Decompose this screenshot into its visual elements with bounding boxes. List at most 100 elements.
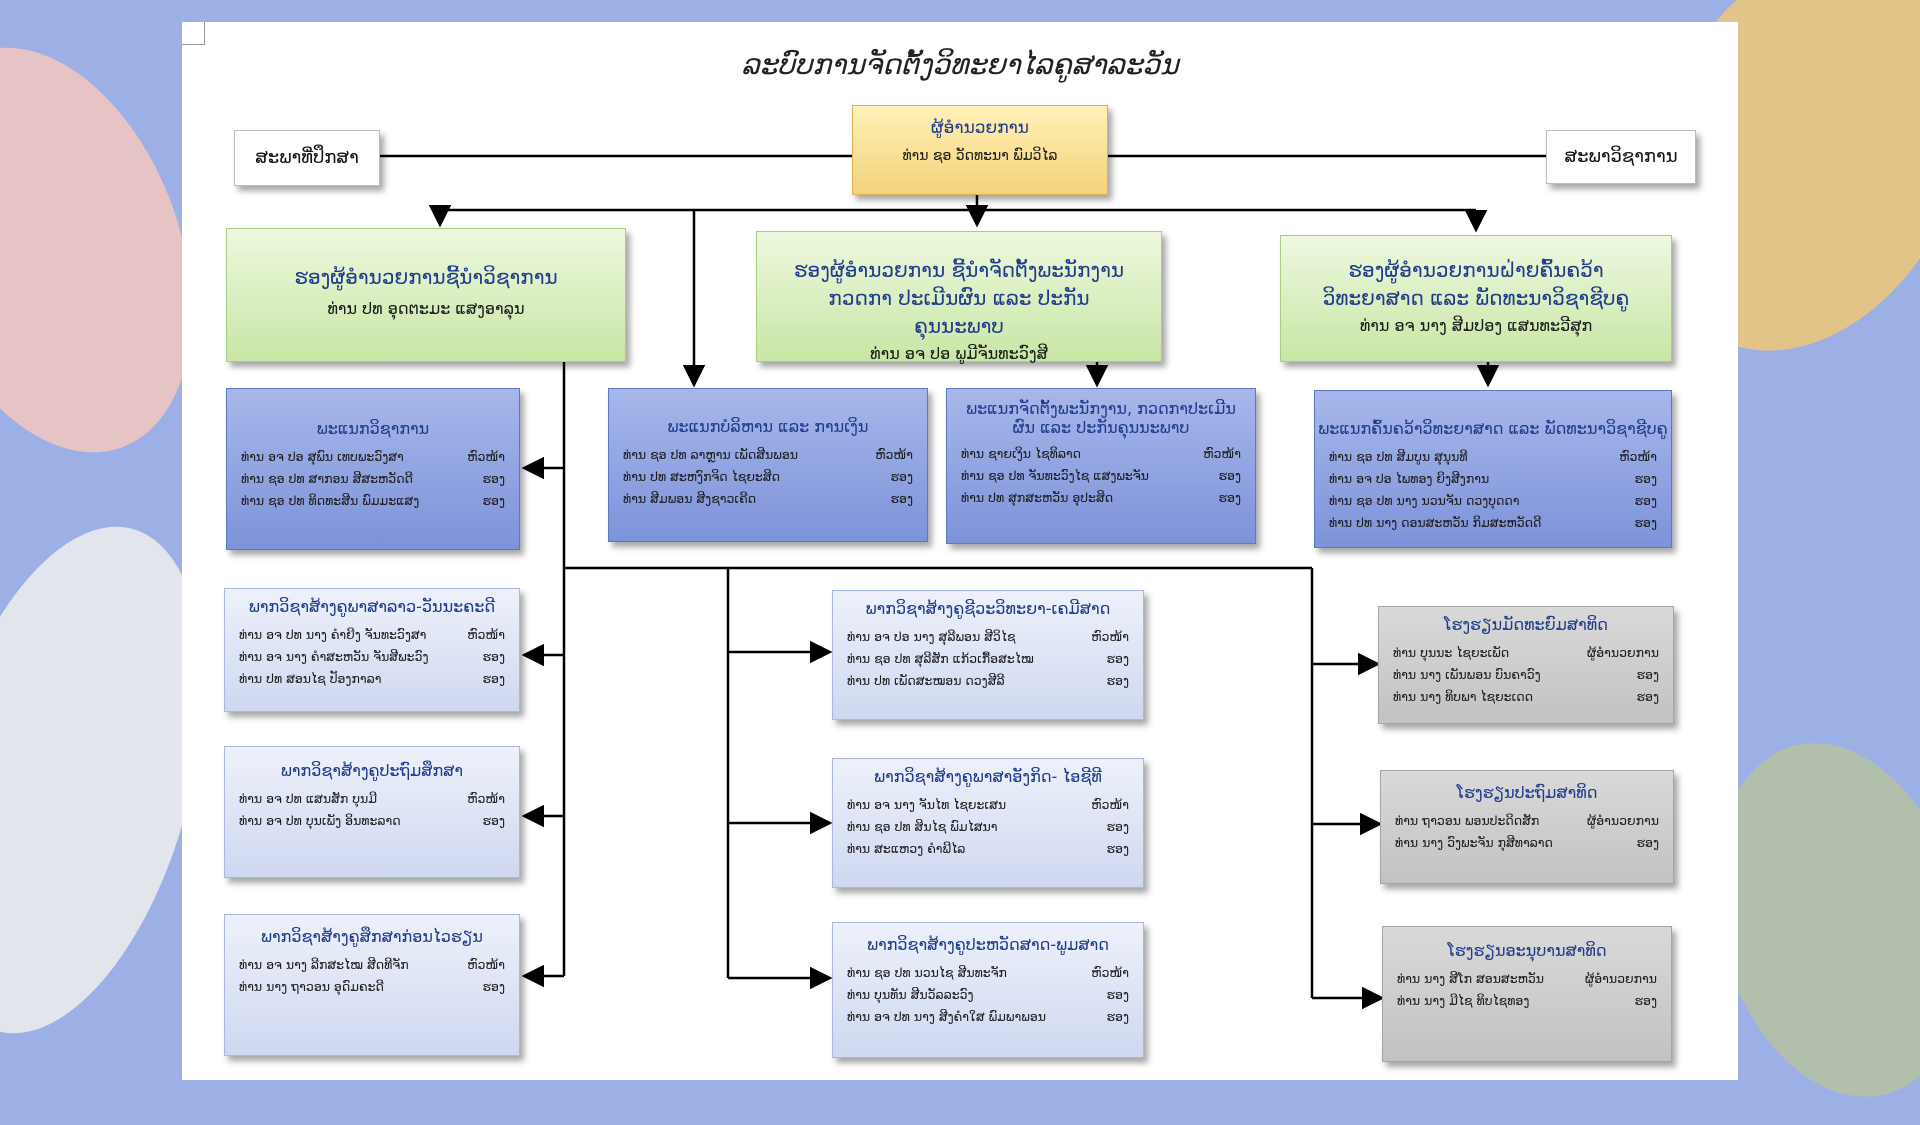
dept-admin-finance-box: ພະແນກບໍລິຫານ ແລະ ການເງິນ ທ່ານ ຊອ ປທ ລາຫຼ… <box>608 388 928 542</box>
member-name: ທ່ານ ອຈ ປອ ສຸພົນ ເທບພະວົງສາ <box>241 449 404 464</box>
member-role: ຮອງ <box>1218 468 1242 483</box>
member-row: ທ່ານ ອຈ ປອ ນາງ ສຸລີພອນ ສີວິໄຊ ຫົວໜ້າ <box>847 626 1129 648</box>
member-row: ທ່ານ ຊອ ປທ ສາກອນ ສີສະຫວັດດີຮອງ <box>241 468 505 490</box>
member-role: ຮອງ <box>482 471 506 486</box>
member-name: ທ່ານ ອຈ ປອ ນາງ ສຸລີພອນ ສີວິໄຊ <box>847 629 1016 644</box>
member-row: ທ່ານ ອຈ ປທ ນາງ ຄໍາຍີງ ຈັນທະວົງສາຫົວໜ້າ <box>239 624 505 646</box>
member-name: ທ່ານ ອຈ ນາງ ຈັນໄທ ໄຊຍະເສນ <box>847 797 1007 812</box>
member-row: ທ່ານ ນາງ ທິບພາ ໄຊຍະເດດ ຮອງ <box>1393 686 1659 708</box>
dept-title: ພະແນກວິຊາການ <box>316 419 430 438</box>
member-name: ທ່ານ ຊາຍເງິນ ໄຊທິລາດ <box>961 446 1082 461</box>
member-role: ຮອງ <box>1106 1009 1130 1024</box>
dept-title: ພະແນກບໍລິຫານ ແລະ ການເງິນ <box>667 417 869 436</box>
member-row: ທ່ານ ຊອ ປທ ນາງ ນວນຈັນ ດວງບຸດດາ ຮອງ <box>1329 490 1657 512</box>
member-row: ທ່ານ ບຸນນະ ໄຊຍະເພັດ ຜູ້ອໍານວຍການ <box>1393 642 1659 664</box>
member-row: ທ່ານ ຊອ ປທ ສິນໄຊ ພົມໄສນາ ຮອງ <box>847 816 1129 838</box>
member-role: ຮອງ <box>1636 689 1660 704</box>
dept-personnel-box: ພະແນກຈັດຕັ້ງພະນັກງານ, ກວດກາປະເມີນຜົນ ແລະ… <box>946 388 1256 544</box>
member-name: ທ່ານ ປທ ສອນໄຊ ປັອງກາລາ <box>239 671 382 686</box>
member-name: ທ່ານ ບຸນນະ ໄຊຍະເພັດ <box>1393 645 1510 660</box>
member-role: ຮອງ <box>1106 841 1130 856</box>
member-role: ຮອງ <box>482 979 506 994</box>
member-name: ທ່ານ ອຈ ປທ ນາງ ສີງຄໍາໃສ ພົມພາພອນ <box>847 1009 1046 1024</box>
member-role: ຜູ້ອໍານວຍການ <box>1584 971 1657 986</box>
school-primary-box: ໂຮງຮຽນປະຖົມສາທິດ ທ່ານ ຖາວອນ ພອນປະດິດສັກຜ… <box>1380 770 1674 884</box>
dept-title: ພະແນກຈັດຕັ້ງພະນັກງານ, ກວດກາປະເມີນຜົນ ແລະ… <box>966 399 1236 437</box>
member-name: ທ່ານ ຊອ ປທ ນວນໄຊ ສີນທະຈັກ <box>847 965 1007 980</box>
dept-research-box: ພະແນກຄົ້ນຄວ້າວິທະຍາສາດ ແລະ ພັດທະນາວິຊາຊີ… <box>1314 390 1672 548</box>
member-name: ທ່ານ ປທ ເພັດສະໝອນ ດວງສີລີ <box>847 673 1005 688</box>
member-name: ທ່ານ ນາງ ເພັນພອນ ບົນຄາວົງ <box>1393 667 1541 682</box>
school-title: ໂຮງຮຽນອະນຸບານສາທິດ <box>1447 941 1607 960</box>
member-role: ຮອງ <box>1636 667 1660 682</box>
academic-council-box: ສະພາວິຊາການ <box>1546 130 1696 184</box>
member-name: ທ່ານ ປທ ສະຫງົກຈິດ ໄຊຍະສິດ <box>623 469 780 484</box>
member-row: ທ່ານ ຊອ ປທ ລາຫຼານ ເພັດສີນພອນຫົວໜ້າ <box>623 444 913 466</box>
member-name: ທ່ານ ອຈ ປທ ແສນສັກ ບຸນມີ <box>239 791 378 806</box>
deputy-name: ທ່ານ ອຈ ປອ ພູມີຈັນທະວົງສີ <box>870 344 1048 363</box>
member-role: ຫົວໜ້າ <box>467 791 505 806</box>
faculty-history-geography-box: ພາກວິຊາສ້າງຄູປະຫວັດສາດ-ພູມສາດ ທ່ານ ຊອ ປທ… <box>832 922 1144 1058</box>
member-row: ທ່ານ ອຈ ນາງ ຄໍາສະຫວັນ ຈັນສີພະວົງ ຮອງ <box>239 646 505 668</box>
member-row: ທ່ານ ສະແຫວງ ຄໍາພີໄລ ຮອງ <box>847 838 1129 860</box>
member-name: ທ່ານ ຊອ ປທ ສິນໄຊ ພົມໄສນາ <box>847 819 998 834</box>
member-role: ຮອງ <box>1634 493 1658 508</box>
member-role: ຮອງ <box>482 671 506 686</box>
member-name: ທ່ານ ນາງ ທິບພາ ໄຊຍະເດດ <box>1393 689 1534 704</box>
member-name: ທ່ານ ຊອ ປທ ສີມບູນ ສຸນຸນທີ <box>1329 449 1468 464</box>
member-row: ທ່ານ ປທ ນາງ ດອນສະຫວັນ ກິມສະຫວັດດີຮອງ <box>1329 512 1657 534</box>
faculty-title: ພາກວິຊາສ້າງຄູສຶກສາກ່ອນໄວຮຽນ <box>261 927 483 946</box>
member-role: ຮອງ <box>482 649 506 664</box>
member-name: ທ່ານ ຊອ ປທ ຈັນທະວົງໄຊ ແສງພະຈັນ <box>961 468 1149 483</box>
member-name: ທ່ານ ນາງ ສີໂກ ສອນສະຫວັນ <box>1397 971 1545 986</box>
deputy-personnel-box: ຮອງຜູ້ອໍານວຍການ ຊີ້ນໍາຈັດຕັ້ງພະນັກງານ ກວ… <box>756 231 1162 363</box>
member-row: ທ່ານ ອຈ ນາງ ລີກສະໄໝ ສີດທີຈັກຫົວໜ້າ <box>239 954 505 976</box>
faculty-english-ict-box: ພາກວິຊາສ້າງຄູພາສາອັງກິດ- ໄອຊີທີ ທ່ານ ອຈ … <box>832 758 1144 888</box>
member-name: ທ່ານ ຊອ ປທ ທິດທະສີນ ພົມມະແສງ <box>241 493 420 508</box>
member-role: ຫົວໜ້າ <box>1203 446 1241 461</box>
director-name: ທ່ານ ຊອ ວັດທະນາ ພົມວິໄລ <box>902 148 1058 164</box>
member-name: ທ່ານ ຊອ ປທ ລາຫຼານ ເພັດສີນພອນ <box>623 447 798 462</box>
member-row: ທ່ານ ປທ ສອນໄຊ ປັອງກາລາ ຮອງ <box>239 668 505 690</box>
deputy-name: ທ່ານ ປທ ອຸດຕະມະ ແສງອາລຸນ <box>327 299 525 318</box>
member-role: ຮອງ <box>1106 651 1130 666</box>
member-row: ທ່ານ ຊອ ປທ ຈັນທະວົງໄຊ ແສງພະຈັນ ຮອງ <box>961 465 1241 487</box>
deputy-research-box: ຮອງຜູ້ອໍານວຍການຝ່າຍຄົ້ນຄວ້າວິທະຍາສາດ ແລະ… <box>1280 235 1672 362</box>
faculty-preschool-box: ພາກວິຊາສ້າງຄູສຶກສາກ່ອນໄວຮຽນ ທ່ານ ອຈ ນາງ … <box>224 914 520 1056</box>
member-name: ທ່ານ ອຈ ນາງ ຄໍາສະຫວັນ ຈັນສີພະວົງ <box>239 649 429 664</box>
member-role: ຮອງ <box>1636 835 1660 850</box>
member-row: ທ່ານ ນາງ ຖາວອນ ອຸດົມຄະດີຮອງ <box>239 976 505 998</box>
member-role: ຫົວໜ້າ <box>1091 629 1129 644</box>
faculty-title: ພາກວິຊາສ້າງຄູປະຖົມສຶກສາ <box>280 761 464 780</box>
member-row: ທ່ານ ຖາວອນ ພອນປະດິດສັກຜູ້ອໍານວຍການ <box>1395 810 1659 832</box>
member-row: ທ່ານ ນາງ ມີໄຊ ທິບໄຊທອງຮອງ <box>1397 990 1657 1012</box>
director-title: ຜູ້ອໍານວຍການ <box>931 118 1029 138</box>
member-row: ທ່ານ ຊາຍເງິນ ໄຊທິລາດ ຫົວໜ້າ <box>961 443 1241 465</box>
member-row: ທ່ານ ຊອ ປທ ທິດທະສີນ ພົມມະແສງ ຮອງ <box>241 490 505 512</box>
member-row: ທ່ານ ນາງ ສີໂກ ສອນສະຫວັນ ຜູ້ອໍານວຍການ <box>1397 968 1657 990</box>
academic-council-label: ສະພາວິຊາການ <box>1564 146 1678 167</box>
member-row: ທ່ານ ນາງ ວົງພະຈັນ ກຸສີທາລາດຮອງ <box>1395 832 1659 854</box>
member-role: ຫົວໜ້າ <box>1619 449 1657 464</box>
member-name: ທ່ານ ອຈ ປອ ໄພທອງ ຍິງສີງການ <box>1329 471 1490 486</box>
member-name: ທ່ານ ສີມພອນ ສີງຊາວເຄີດ <box>623 491 757 506</box>
faculty-title: ພາກວິຊາສ້າງຄູພາສາລາວ-ວັນນະຄະດີ <box>248 597 496 616</box>
school-kindergarten-box: ໂຮງຮຽນອະນຸບານສາທິດ ທ່ານ ນາງ ສີໂກ ສອນສະຫວ… <box>1382 926 1672 1062</box>
member-row: ທ່ານ ອຈ ປທ ບຸນເພັງ ອິນທະລາດຮອງ <box>239 810 505 832</box>
advisory-council-label: ສະພາທີ່ປຶກສາ <box>255 147 359 168</box>
member-role: ຮອງ <box>482 493 506 508</box>
member-row: ທ່ານ ປທ ສຸກສະຫວັນ ອຸປະສິດຮອງ <box>961 487 1241 509</box>
member-name: ທ່ານ ສະແຫວງ ຄໍາພີໄລ <box>847 841 966 856</box>
member-role: ຮອງ <box>1106 819 1130 834</box>
member-role: ຮອງ <box>1106 987 1130 1002</box>
faculty-title: ພາກວິຊາສ້າງຄູພາສາອັງກິດ- ໄອຊີທີ <box>874 767 1102 786</box>
member-row: ທ່ານ ປທ ເພັດສະໝອນ ດວງສີລີຮອງ <box>847 670 1129 692</box>
member-role: ຜູ້ອໍານວຍການ <box>1586 813 1659 828</box>
member-name: ທ່ານ ອຈ ນາງ ລີກສະໄໝ ສີດທີຈັກ <box>239 957 409 972</box>
member-name: ທ່ານ ຊອ ປທ ນາງ ນວນຈັນ ດວງບຸດດາ <box>1329 493 1520 508</box>
member-name: ທ່ານ ນາງ ມີໄຊ ທິບໄຊທອງ <box>1397 993 1530 1008</box>
member-row: ທ່ານ ອຈ ນາງ ຈັນໄທ ໄຊຍະເສນຫົວໜ້າ <box>847 794 1129 816</box>
member-row: ທ່ານ ອຈ ປອ ໄພທອງ ຍິງສີງການຮອງ <box>1329 468 1657 490</box>
member-role: ຜູ້ອໍານວຍການ <box>1586 645 1659 660</box>
school-title: ໂຮງຮຽນມັດທະຍົມສາທິດ <box>1444 615 1608 634</box>
